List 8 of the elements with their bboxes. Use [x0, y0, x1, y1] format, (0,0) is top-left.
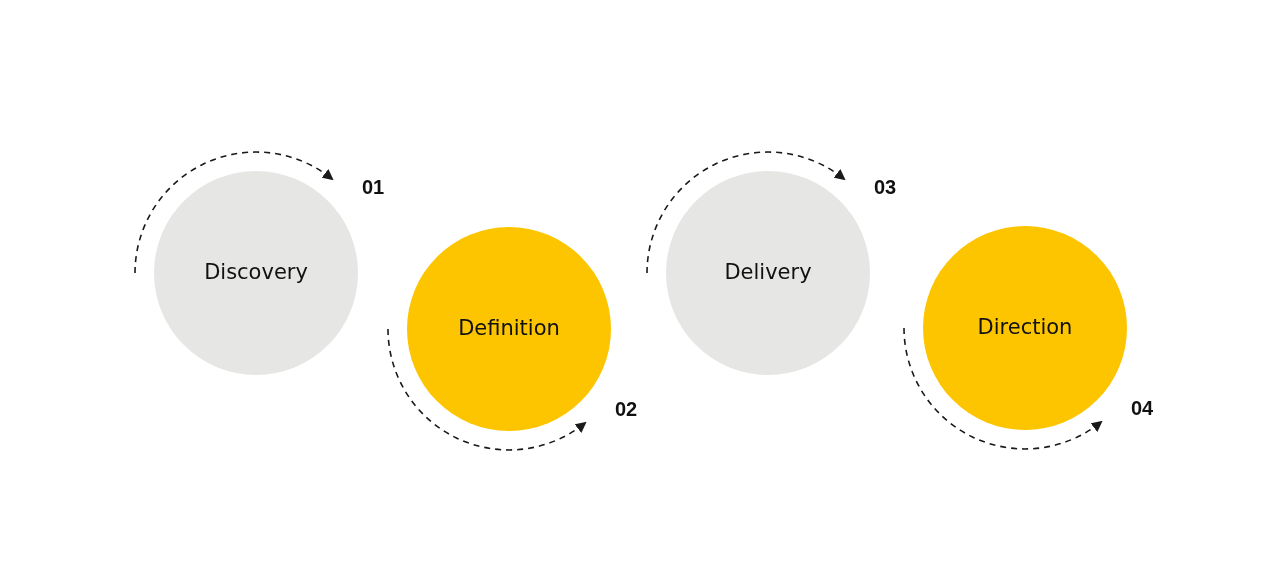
- step-number: 01: [362, 177, 385, 197]
- step-number: 03: [874, 177, 897, 197]
- stage-label: Definition: [458, 316, 560, 342]
- step-number: 02: [615, 399, 638, 419]
- stage-label: Direction: [977, 315, 1073, 341]
- stage-label: Discovery: [204, 260, 308, 286]
- step-number: 04: [1131, 398, 1154, 418]
- stage-label: Delivery: [724, 260, 812, 286]
